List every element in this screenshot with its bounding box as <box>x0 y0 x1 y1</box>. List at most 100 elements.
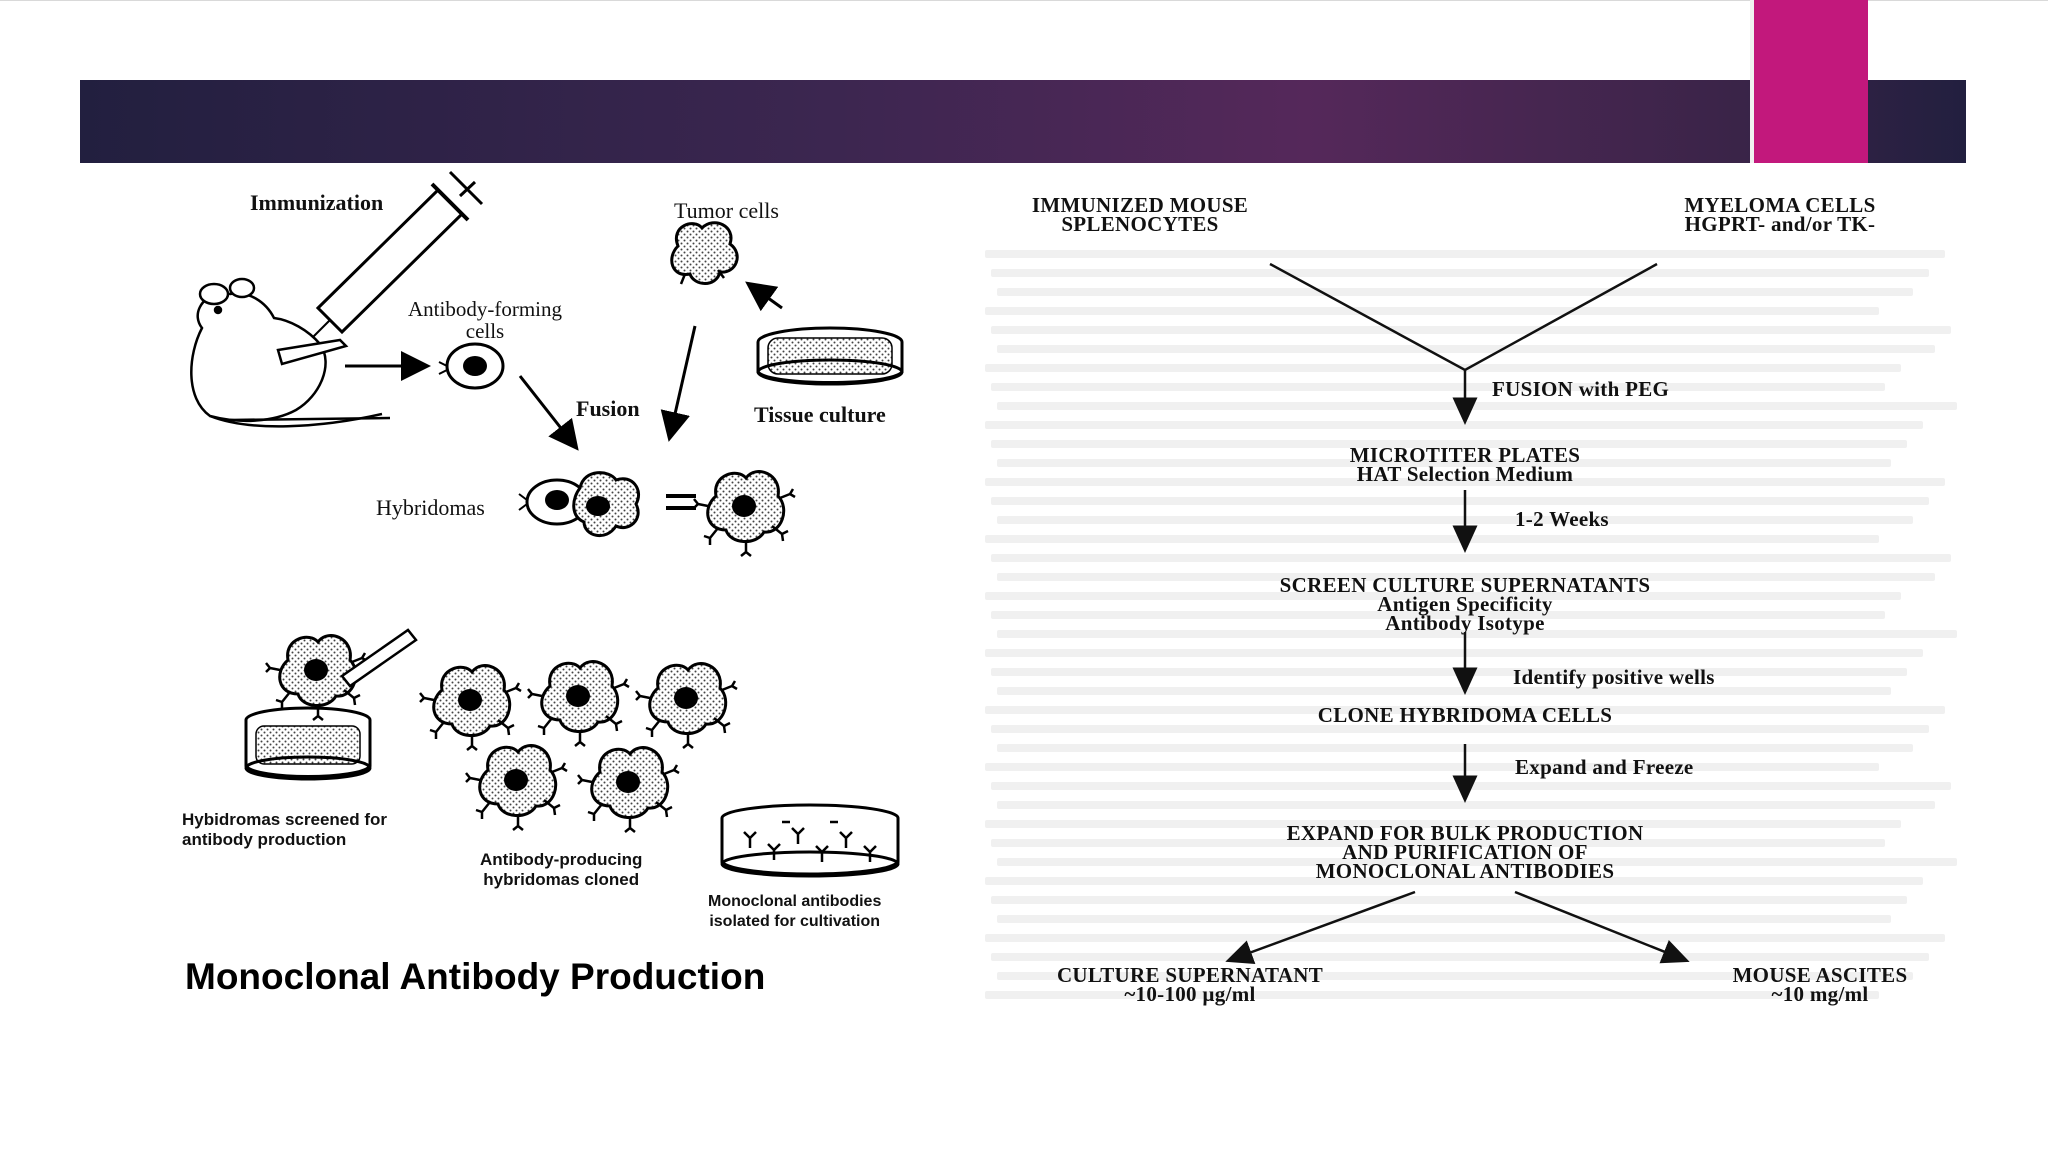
ghost-text-line <box>997 915 1891 923</box>
ghost-text-line <box>991 497 1929 505</box>
ghost-text-line <box>991 326 1951 334</box>
mouse-icon <box>190 277 391 428</box>
screened-caption: Hybidromas screened for antibody product… <box>182 810 387 850</box>
bulk-box: EXPAND FOR BULK PRODUCTION AND PURIFICAT… <box>1165 821 1765 883</box>
ghost-text-line <box>991 953 1929 961</box>
isolated-caption-line2: isolated for cultivation <box>709 913 881 930</box>
arrow-fusion-right <box>660 325 697 442</box>
antibody-dish-icon <box>720 803 900 878</box>
syringe-icon <box>287 170 484 363</box>
ghost-text-line <box>997 573 1935 581</box>
ghost-text-line <box>991 668 1907 676</box>
hybridoma-pair-icon <box>518 471 640 537</box>
screen-line2: Antigen Specificity <box>1377 592 1553 616</box>
arrow-to-ascites <box>1514 890 1690 964</box>
ghost-text-line <box>991 440 1907 448</box>
ghost-text-line <box>985 478 1945 486</box>
ghost-text-line <box>985 364 1901 372</box>
hybridoma-cell-icon <box>692 470 797 558</box>
ghost-text-line <box>997 288 1913 296</box>
ghost-text-line <box>985 991 1879 999</box>
out-right-line2: ~10 mg/ml <box>1771 982 1869 1006</box>
tissue-culture-label: Tissue culture <box>754 402 886 427</box>
flowchart-arrows <box>1225 262 1690 964</box>
ghost-text-line <box>985 307 1879 315</box>
bulk-line2: AND PURIFICATION OF <box>1342 840 1588 864</box>
equals-sign <box>666 494 696 510</box>
bulk-line1: EXPAND FOR BULK PRODUCTION <box>1286 821 1644 845</box>
step-identify: Identify positive wells <box>1513 665 1715 689</box>
source-right-line1: MYELOMA CELLS <box>1684 193 1876 217</box>
hybridomas-label: Hybridomas <box>376 495 485 520</box>
antibody-forming-cell-icon <box>438 342 505 390</box>
screening-dish-icon <box>244 706 372 781</box>
fusion-label: Fusion <box>576 396 640 421</box>
merge-lines <box>1269 262 1658 372</box>
ghost-text-line <box>997 459 1891 467</box>
hybridoma-flowchart: IMMUNIZED MOUSE SPLENOCYTES MYELOMA CELL… <box>975 190 1970 1020</box>
clone-box: CLONE HYBRIDOMA CELLS <box>1317 703 1613 727</box>
ghost-text-line <box>997 972 1913 980</box>
isolated-caption-line1: Monoclonal antibodies <box>708 893 882 910</box>
antibody-production-diagram: Immunization Tumor cells Antibody-formin… <box>170 170 930 1010</box>
ghost-text-line <box>991 839 1885 847</box>
antibody-forming-line2: cells <box>465 319 505 343</box>
source-left: IMMUNIZED MOUSE SPLENOCYTES <box>975 193 1305 236</box>
title-banner <box>80 80 1966 163</box>
ghost-text-line <box>997 516 1913 524</box>
antibody-forming-line1: Antibody-forming <box>408 297 562 321</box>
ghost-text-line <box>985 649 1923 657</box>
ghost-text-line <box>985 877 1923 885</box>
step-fusion: FUSION with PEG <box>1492 377 1670 401</box>
plates-line2: HAT Selection Medium <box>1356 462 1574 486</box>
ghost-text-line <box>991 611 1885 619</box>
arrow-fusion-left <box>518 375 579 451</box>
step-weeks: 1-2 Weeks <box>1515 507 1609 531</box>
ghost-text-line <box>985 934 1945 942</box>
ghost-text-line <box>997 858 1957 866</box>
screen-line3: Antibody Isotype <box>1385 611 1545 635</box>
screen-box: SCREEN CULTURE SUPERNATANTS Antigen Spec… <box>1165 573 1765 635</box>
arrow-culture-to-tumor <box>745 281 783 312</box>
out-left-line1: CULTURE SUPERNATANT <box>1056 963 1324 987</box>
ghost-text-line <box>997 744 1913 752</box>
step-expand: Expand and Freeze <box>1515 755 1694 779</box>
output-ascites: MOUSE ASCITES ~10 mg/ml <box>1675 963 1965 1006</box>
ghost-text-line <box>991 896 1907 904</box>
ghost-text-line <box>991 269 1929 277</box>
screen-line1: SCREEN CULTURE SUPERNATANTS <box>1279 573 1651 597</box>
diagram-drawing <box>190 170 904 878</box>
out-right-line1: MOUSE ASCITES <box>1732 963 1908 987</box>
source-left-line2: SPLENOCYTES <box>1061 212 1219 236</box>
cloned-caption-line2: hybridomas cloned <box>483 870 640 889</box>
top-border <box>0 0 2048 1</box>
cloned-caption: Antibody-producing hybridomas cloned <box>480 850 642 890</box>
ghost-text-line <box>985 421 1923 429</box>
plates-line1: MICROTITER PLATES <box>1349 443 1581 467</box>
output-supernatant: CULTURE SUPERNATANT ~10-100 µg/ml <box>975 963 1405 1005</box>
ghost-text-line <box>991 383 1885 391</box>
tumor-cells-label: Tumor cells <box>674 198 779 223</box>
bulk-line3: MONOCLONAL ANTIBODIES <box>1315 859 1615 883</box>
plates-box: MICROTITER PLATES HAT Selection Medium <box>1225 443 1705 486</box>
ghost-text-line <box>997 687 1891 695</box>
diagram-title: Monoclonal Antibody Production <box>185 956 766 997</box>
screened-caption-line2: antibody production <box>182 830 347 849</box>
ghost-text-line <box>985 250 1945 258</box>
source-left-line1: IMMUNIZED MOUSE <box>1031 193 1249 217</box>
pipette-icon <box>340 628 418 688</box>
tumor-cell-icon <box>670 221 739 285</box>
ghost-text-line <box>991 554 1951 562</box>
arrow-to-supernatant <box>1225 890 1416 964</box>
accent-block <box>1754 0 1868 163</box>
ghost-text-line <box>997 630 1957 638</box>
antibody-forming-cells-label: Antibody-forming cells <box>408 298 562 342</box>
tissue-culture-dish-icon <box>756 326 904 386</box>
ghost-text-line <box>997 801 1935 809</box>
immunization-label: Immunization <box>250 190 384 215</box>
ghost-text-line <box>985 592 1901 600</box>
ghost-text-line <box>985 706 1945 714</box>
cloned-hybridomas-icon <box>418 660 739 834</box>
accent-edge <box>1750 0 1754 163</box>
ghost-text-line <box>985 535 1879 543</box>
